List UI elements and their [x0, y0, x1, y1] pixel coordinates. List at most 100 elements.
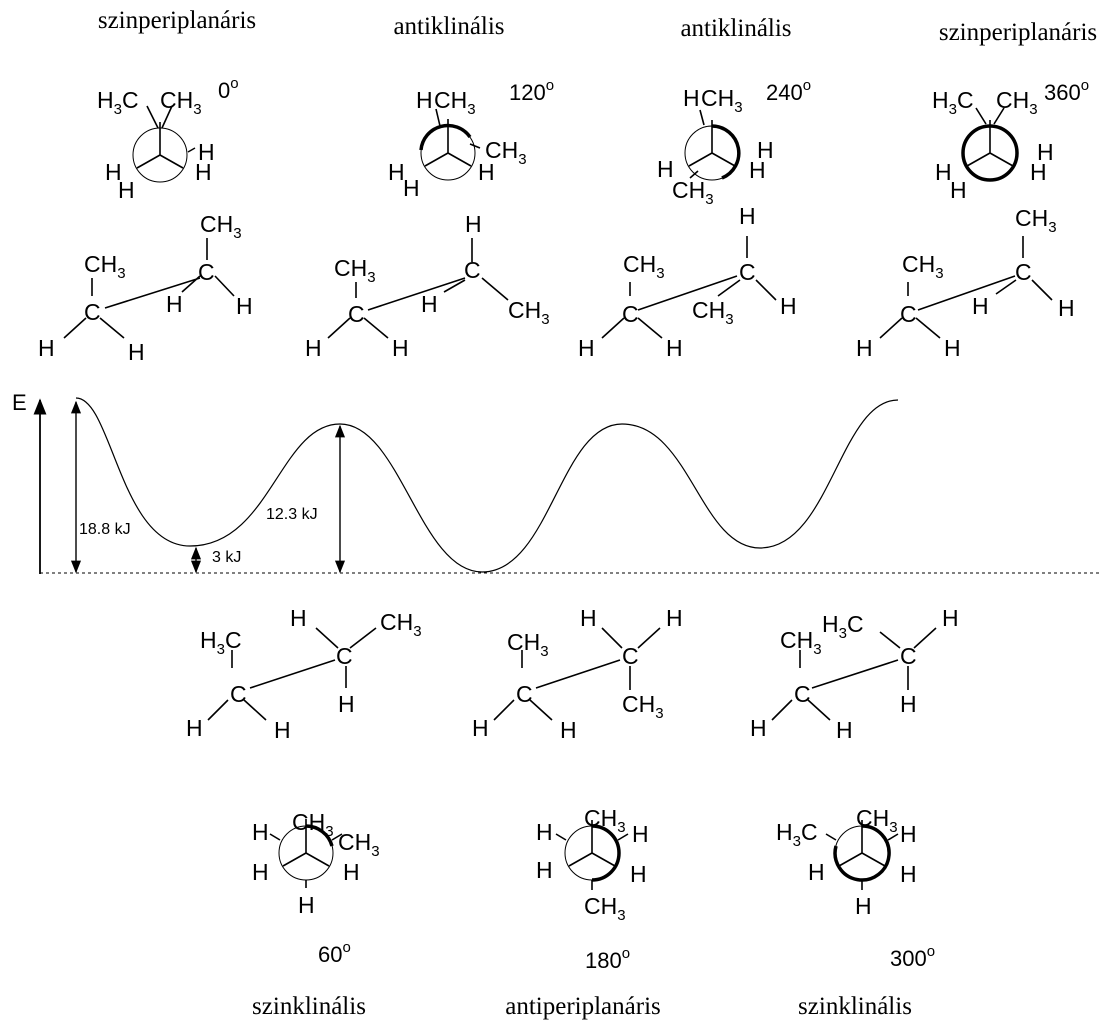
newman-projection-0: H3C CH3 H H H H: [97, 87, 215, 203]
label-300: szinklinális: [798, 993, 912, 1020]
svg-text:H: H: [472, 715, 489, 741]
top-conformation-names: szinperiplanáris antiklinális antiklinál…: [98, 7, 1097, 46]
energy-label-18-8: 18.8 kJ: [79, 521, 131, 538]
svg-text:H: H: [944, 335, 961, 361]
svg-text:C: C: [900, 301, 917, 327]
svg-text:H: H: [657, 156, 674, 182]
svg-text:C: C: [348, 301, 365, 327]
svg-text:H: H: [128, 339, 145, 365]
svg-text:CH3: CH3: [701, 85, 743, 116]
svg-text:H: H: [252, 859, 269, 885]
svg-text:H: H: [900, 861, 917, 887]
energy-axis-label: E: [12, 390, 27, 415]
svg-text:H: H: [666, 605, 683, 631]
label-360: szinperiplanáris: [939, 19, 1097, 46]
svg-text:H: H: [972, 293, 989, 319]
svg-text:H: H: [1030, 159, 1047, 185]
svg-text:H: H: [274, 717, 291, 743]
svg-text:C: C: [336, 643, 353, 669]
svg-text:H: H: [749, 157, 766, 183]
svg-text:C: C: [739, 259, 756, 285]
svg-text:CH3: CH3: [334, 255, 376, 286]
svg-text:H: H: [416, 87, 433, 113]
svg-text:H: H: [666, 335, 683, 361]
svg-text:H: H: [236, 293, 253, 319]
svg-text:H: H: [580, 605, 597, 631]
svg-text:H: H: [942, 605, 959, 631]
svg-text:H: H: [478, 159, 495, 185]
newman-projection-180: CH3 H H H H CH3: [536, 805, 649, 924]
svg-text:H: H: [560, 717, 577, 743]
svg-text:H: H: [252, 819, 269, 845]
svg-text:H: H: [808, 859, 825, 885]
svg-text:CH3: CH3: [672, 177, 714, 208]
svg-text:H: H: [338, 691, 355, 717]
svg-text:H: H: [392, 335, 409, 361]
sawhorse-360: C C CH3 CH3 H H H H: [856, 205, 1075, 361]
energy-label-3: 3 kJ: [212, 549, 241, 566]
svg-text:H: H: [950, 177, 967, 203]
svg-text:CH3: CH3: [1015, 205, 1057, 236]
svg-text:CH3: CH3: [380, 609, 422, 640]
newman-projection-360: H3C CH3 H H H H: [932, 87, 1054, 203]
svg-text:C: C: [198, 259, 215, 285]
angle-360: 360o: [1044, 77, 1089, 105]
svg-text:H: H: [105, 159, 122, 185]
newman-projection-240: H CH3 H CH3 H H: [657, 85, 774, 208]
svg-text:CH3: CH3: [584, 805, 626, 836]
svg-text:H: H: [38, 335, 55, 361]
svg-text:H: H: [630, 861, 647, 887]
svg-text:CH3: CH3: [160, 87, 202, 118]
svg-text:H: H: [198, 139, 215, 165]
svg-text:C: C: [900, 643, 917, 669]
svg-text:H: H: [900, 691, 917, 717]
svg-text:H: H: [403, 175, 420, 201]
label-180: antiperiplanáris: [505, 993, 661, 1020]
svg-text:H: H: [578, 335, 595, 361]
svg-text:H: H: [536, 857, 553, 883]
svg-text:H: H: [856, 335, 873, 361]
svg-text:C: C: [794, 681, 811, 707]
label-0: szinperiplanáris: [98, 7, 256, 34]
svg-text:H: H: [465, 211, 482, 237]
svg-text:H: H: [780, 293, 797, 319]
svg-text:H: H: [1058, 295, 1075, 321]
svg-text:C: C: [1015, 259, 1032, 285]
angle-240: 240o: [766, 77, 811, 105]
svg-text:CH3: CH3: [434, 87, 476, 118]
svg-text:CH3: CH3: [84, 251, 126, 282]
svg-text:CH3: CH3: [902, 251, 944, 282]
svg-text:H: H: [298, 892, 315, 918]
svg-text:CH3: CH3: [584, 893, 626, 924]
svg-text:C: C: [622, 301, 639, 327]
svg-text:C: C: [464, 257, 481, 283]
bottom-conformation-names: szinklinális antiperiplanáris szinklinál…: [252, 993, 912, 1020]
svg-text:CH3: CH3: [200, 211, 242, 242]
sawhorse-0: C C CH3 CH3 H H H H: [38, 211, 253, 365]
svg-text:CH3: CH3: [692, 297, 734, 328]
svg-text:H: H: [683, 85, 700, 111]
sawhorse-120: C C CH3 H H H H CH3: [305, 211, 550, 361]
energy-label-12-3: 12.3 kJ: [266, 506, 318, 523]
svg-text:H: H: [739, 203, 756, 229]
svg-text:H: H: [750, 715, 767, 741]
svg-text:H: H: [632, 821, 649, 847]
sawhorse-300: C C CH3 H3C H H H H: [750, 605, 959, 743]
svg-text:H: H: [290, 605, 307, 631]
svg-text:H: H: [935, 159, 952, 185]
svg-text:H: H: [900, 821, 917, 847]
svg-text:C: C: [622, 643, 639, 669]
svg-text:H: H: [1037, 139, 1054, 165]
svg-text:C: C: [84, 299, 101, 325]
newman-projection-120: H CH3 CH3 H H H: [388, 87, 527, 201]
label-240: antiklinális: [680, 15, 791, 42]
energy-profile: E 18.8 kJ 12.3 kJ 3 kJ: [12, 390, 1102, 574]
svg-text:CH3: CH3: [485, 137, 527, 168]
svg-text:H: H: [186, 715, 203, 741]
svg-text:C: C: [516, 681, 533, 707]
svg-text:CH3: CH3: [856, 805, 898, 836]
svg-text:H: H: [388, 159, 405, 185]
label-60: szinklinális: [252, 993, 366, 1020]
svg-text:H: H: [836, 717, 853, 743]
